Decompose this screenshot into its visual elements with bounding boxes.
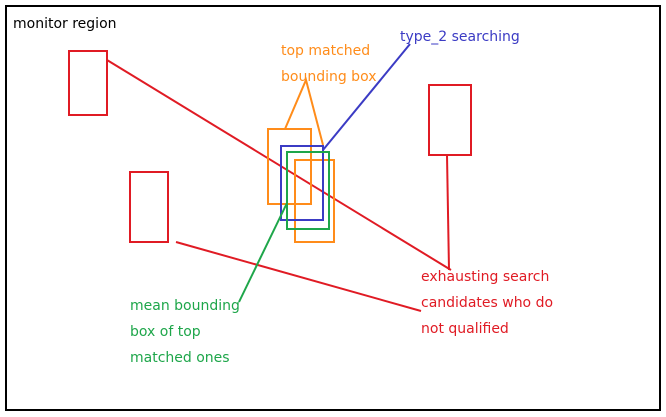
connector-top-left-candidate (106, 59, 452, 271)
type2-search-box (280, 145, 324, 221)
exhaustive-search-label-line-2: candidates who do (421, 295, 554, 311)
candidate-box-top-left (68, 50, 108, 116)
top-matched-bbox-label-line-2: bounding box (281, 69, 377, 85)
monitor-region-border (5, 5, 661, 411)
candidate-box-right (428, 84, 472, 156)
exhaustive-search-label: exhausting search candidates who do not … (421, 264, 553, 342)
top-matched-box-left (267, 128, 312, 205)
mean-bounding-box-label: mean bounding box of top matched ones (130, 293, 240, 371)
monitor-region-title: monitor region (13, 16, 117, 32)
connector-right-candidate (446, 154, 450, 271)
type2-search-label: type_2 searching (400, 29, 520, 45)
top-matched-callout-lines (284, 76, 324, 146)
mean-bounding-box-label-line-3: matched ones (130, 350, 230, 366)
mean-bounding-box (286, 151, 330, 230)
mean-bounding-box-label-line-2: box of top (130, 324, 201, 340)
top-matched-box-right (294, 159, 335, 243)
candidate-box-middle-left (129, 171, 169, 243)
exhaustive-search-label-line-3: not qualified (421, 321, 509, 337)
top-matched-bbox-label-line-1: top matched (281, 43, 371, 59)
exhaustive-search-label-line-1: exhausting search (421, 269, 550, 285)
connector-middle-left-candidate (175, 241, 422, 312)
top-matched-bbox-label: top matched bounding box (281, 38, 377, 90)
type2-search-pointer (322, 43, 411, 151)
mean-bounding-box-pointer (238, 202, 288, 303)
mean-bounding-box-label-line-1: mean bounding (130, 298, 240, 314)
